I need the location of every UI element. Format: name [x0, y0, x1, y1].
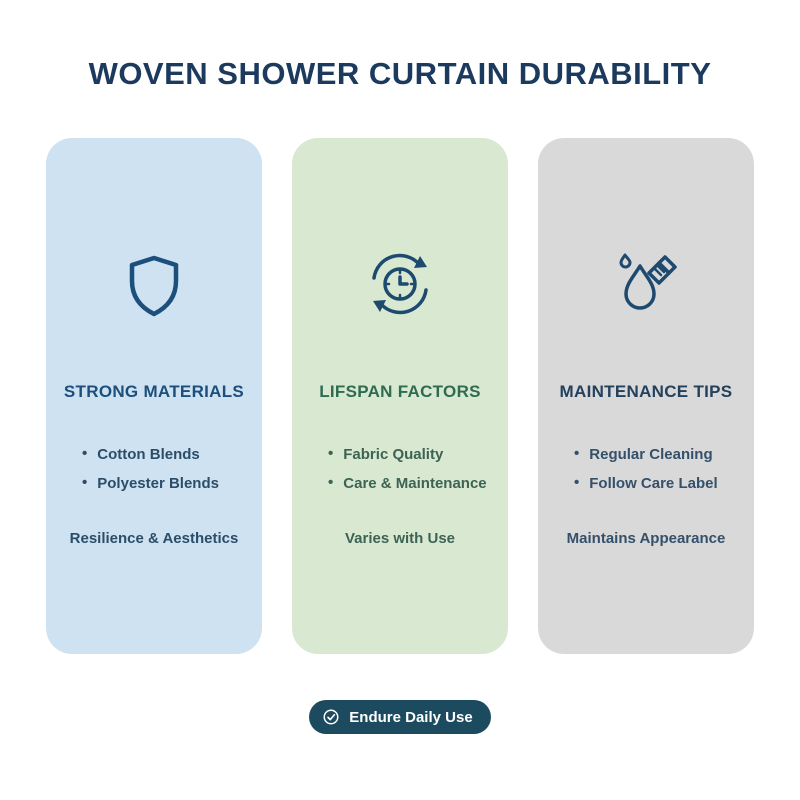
bullet-label: Care & Maintenance: [343, 475, 487, 492]
bullet-item: • Fabric Quality: [328, 446, 508, 463]
card-lifespan-factors: LIFSPAN FACTORS • Fabric Quality • Care …: [292, 138, 508, 654]
bullet-label: Polyester Blends: [97, 475, 219, 492]
shield-icon: [118, 242, 190, 326]
card-note: Maintains Appearance: [566, 530, 726, 547]
bullet-list: • Fabric Quality • Care & Maintenance: [292, 446, 508, 492]
bullet-dot: •: [82, 445, 88, 462]
bullet-label: Cotton Blends: [97, 446, 200, 463]
bullet-dot: •: [328, 445, 334, 462]
card-strong-materials: STRONG MATERIALS • Cotton Blends • Polye…: [46, 138, 262, 654]
card-heading: MAINTENANCE TIPS: [559, 382, 733, 401]
bullet-dot: •: [574, 445, 580, 462]
page-title: WOVEN SHOWER CURTAIN DURABILITY: [88, 56, 712, 91]
badge-label: Endure Daily Use: [349, 708, 473, 726]
card-note: Resilience & Aesthetics: [69, 530, 239, 547]
bullet-item: • Follow Care Label: [574, 475, 754, 492]
water-drop-brush-icon: [610, 242, 682, 326]
bullet-item: • Polyester Blends: [82, 475, 262, 492]
bullet-item: • Regular Cleaning: [574, 446, 754, 463]
bullet-label: Regular Cleaning: [589, 446, 713, 463]
badge-row: Endure Daily Use: [0, 700, 800, 734]
cycle-clock-icon: [364, 242, 436, 326]
bullet-item: • Cotton Blends: [82, 446, 262, 463]
check-circle-icon: [322, 708, 340, 726]
card-heading: LIFSPAN FACTORS: [319, 382, 481, 401]
bullet-label: Follow Care Label: [589, 475, 718, 492]
cards-row: STRONG MATERIALS • Cotton Blends • Polye…: [0, 138, 800, 654]
bullet-dot: •: [328, 474, 334, 491]
card-heading: STRONG MATERIALS: [63, 382, 245, 401]
bullet-label: Fabric Quality: [343, 446, 444, 463]
card-maintenance-tips: MAINTENANCE TIPS • Regular Cleaning • Fo…: [538, 138, 754, 654]
bullet-list: • Cotton Blends • Polyester Blends: [46, 446, 262, 492]
endure-badge: Endure Daily Use: [309, 700, 491, 734]
card-note: Varies with Use: [344, 530, 456, 547]
bullet-dot: •: [82, 474, 88, 491]
bullet-item: • Care & Maintenance: [328, 475, 508, 492]
bullet-dot: •: [574, 474, 580, 491]
bullet-list: • Regular Cleaning • Follow Care Label: [538, 446, 754, 492]
